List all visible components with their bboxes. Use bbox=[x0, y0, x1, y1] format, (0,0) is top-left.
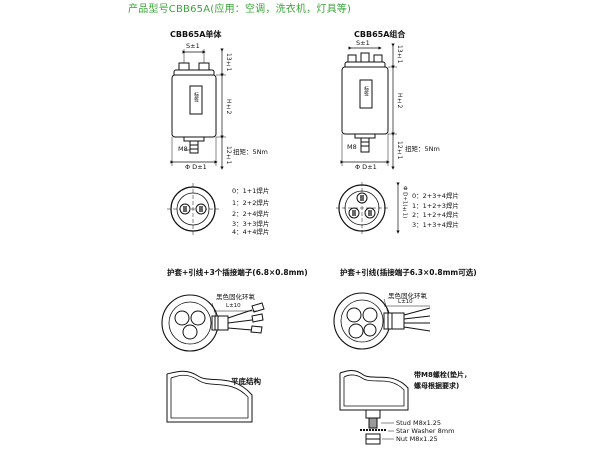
single-terminal-3: 3：3+3焊片 bbox=[232, 220, 270, 228]
combo-dim-d: Φ D±1 bbox=[355, 163, 377, 171]
combo-torque: 扭矩：5Nm bbox=[405, 145, 440, 153]
combo-capacitor-drawing bbox=[340, 43, 397, 170]
single-torque: 扭矩：5Nm bbox=[233, 148, 268, 156]
combo-top-view bbox=[336, 182, 400, 234]
washer-label: Star Washer 8mm bbox=[396, 427, 455, 435]
combo-dim-bottom: 12±1 bbox=[396, 141, 403, 160]
combo-dim-m8: M8 bbox=[347, 143, 357, 151]
nut-label: Nut M8x1.25 bbox=[396, 435, 438, 443]
single-dim-m8: M8 bbox=[178, 145, 188, 153]
single-terminal-0: 0：1+1焊片 bbox=[232, 187, 270, 195]
single-dim-d: Φ D±1 bbox=[185, 163, 207, 171]
single-dim-s: S±1 bbox=[186, 42, 200, 50]
single-terminal-4: 4：4+4焊片 bbox=[232, 228, 270, 236]
single-dim-h: H±2 bbox=[225, 99, 232, 115]
base-flat-drawing bbox=[166, 370, 253, 423]
single-label-tag: 标签 bbox=[193, 92, 199, 102]
leads-left-dim: L±10 bbox=[226, 303, 241, 309]
combo-terminal-3: 3：1+3+4焊片 bbox=[412, 221, 459, 229]
base-flat-label: 平底结构 bbox=[231, 377, 261, 386]
leads-right-ring: 黑色固化环氧 bbox=[388, 292, 427, 300]
combo-heading: CBB65A组合 bbox=[354, 30, 406, 39]
leads-left-ring: 黑色固化环氧 bbox=[216, 293, 255, 301]
single-terminal-2: 2：2+4焊片 bbox=[232, 210, 270, 218]
leads-right-dim: L±10 bbox=[398, 299, 413, 305]
single-top-view bbox=[167, 183, 219, 235]
leads-left-drawing bbox=[161, 294, 265, 352]
base-stud-label-1: 带M8螺栓(垫片， bbox=[414, 371, 472, 379]
single-dim-top: 13±1 bbox=[225, 53, 232, 72]
leads-right-drawing bbox=[333, 292, 431, 350]
page-title: 产品型号CBB65A(应用：空调，洗衣机，灯具等) bbox=[128, 4, 352, 15]
combo-side-dim: Φ D+1(±1) bbox=[401, 186, 408, 219]
combo-terminal-1: 1：1+2+3焊片 bbox=[412, 202, 459, 210]
stud-label: Stud M8x1.25 bbox=[396, 419, 442, 427]
combo-terminal-2: 2：1+2+4焊片 bbox=[412, 211, 459, 219]
leads-right-heading: 护套+引线(插接端子6.3×0.8mm可选) bbox=[340, 268, 477, 277]
single-capacitor-drawing bbox=[170, 48, 226, 170]
leads-left-heading: 护套+引线+3个插接端子(6.8×0.8mm) bbox=[167, 268, 308, 277]
single-heading: CBB65A单体 bbox=[170, 30, 222, 39]
base-stud-label-2: 螺母根据要求) bbox=[414, 382, 460, 390]
combo-dim-h: H±2 bbox=[396, 93, 403, 109]
combo-terminal-0: 0：2+3+4焊片 bbox=[412, 192, 459, 200]
combo-dim-s: S±1 bbox=[356, 39, 370, 47]
single-dim-bottom: 12±1 bbox=[225, 146, 232, 165]
base-stud-drawing bbox=[339, 370, 409, 445]
combo-dim-top: 13±1 bbox=[396, 45, 403, 64]
combo-label-tag: 标签 bbox=[363, 86, 369, 96]
single-terminal-1: 1：2+2焊片 bbox=[232, 199, 270, 207]
